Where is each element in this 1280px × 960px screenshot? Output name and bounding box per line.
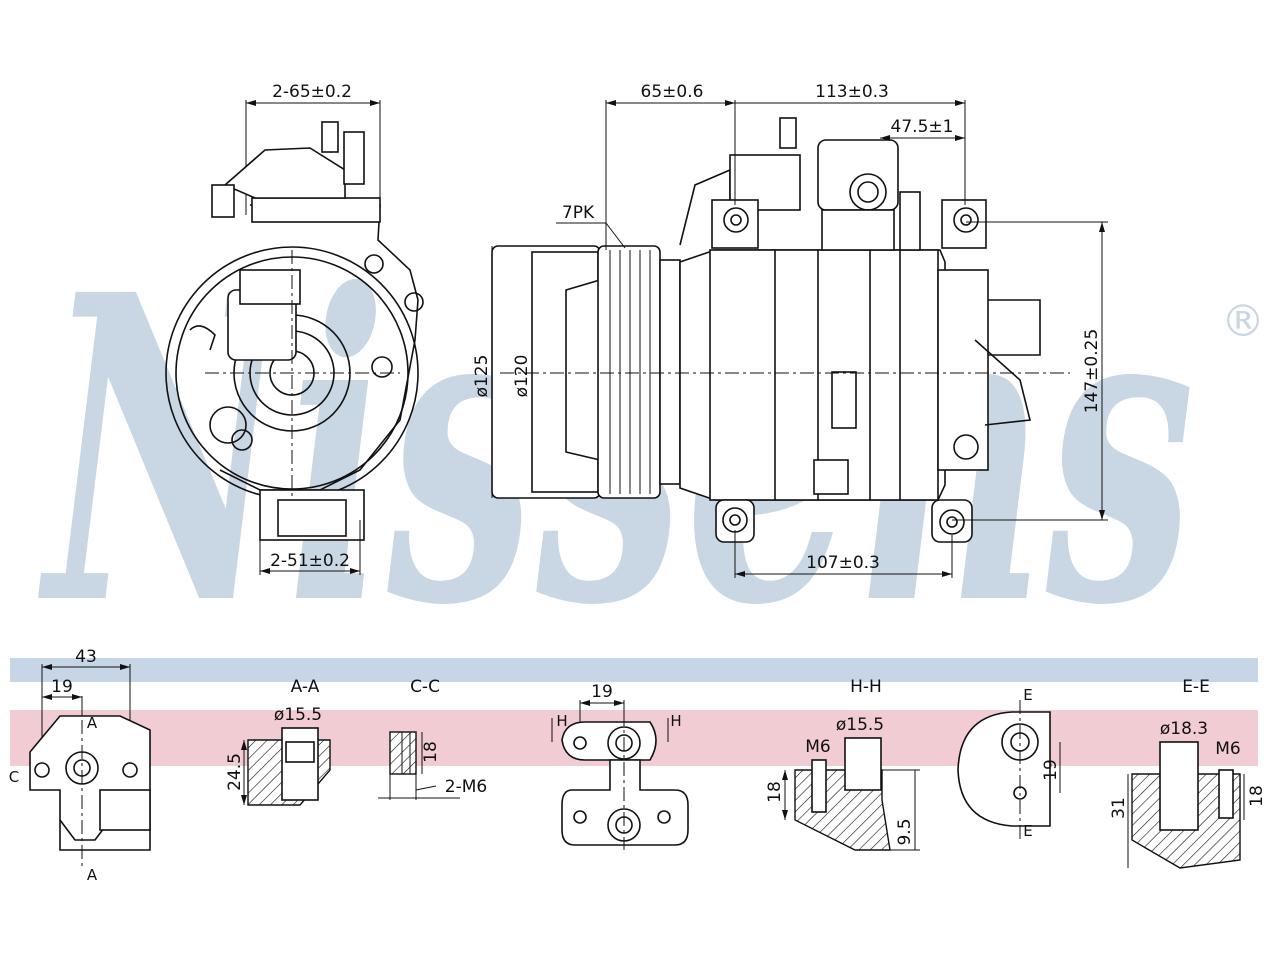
section-e-e: E-E ø18.3 M6 31 18 [1109,677,1267,869]
mark-s4-h-right: H [670,712,681,730]
dim-s1-w1: 43 [75,647,97,667]
dim-cc-thread: 2-M6 [445,777,487,797]
dim-pulley-inner: ø120 [512,355,532,398]
front-view: 2-65±0.2 2-51±0.2 [165,82,424,575]
dim-hh-depth: 18 [765,781,785,803]
dim-s6-depth: 19 [1041,759,1061,781]
dim-height: 147±0.25 [1082,329,1102,414]
section-ee-title: E-E [1182,677,1210,697]
dim-ee-depth: 31 [1109,797,1129,819]
section-hh-title: H-H [850,677,882,697]
mark-s1-a-bottom: A [87,866,98,884]
dim-hh-thread: M6 [805,737,830,757]
mark-s4-h-left: H [556,712,567,730]
detail-fitting-4: 19 H H [551,682,689,850]
dim-s4-w: 19 [591,682,613,702]
dim-aa-dia: ø15.5 [274,705,322,725]
section-aa-title: A-A [291,677,320,697]
label-belt-type: 7PK [562,203,595,223]
dim-cc-depth: 18 [421,741,441,763]
dim-mount-offset: 47.5±1 [891,117,954,137]
dim-bottom-width: 2-51±0.2 [270,551,350,571]
dim-top-width: 2-65±0.2 [272,82,352,102]
side-view: 65±0.6 113±0.3 47.5±1 7PK ø125 ø120 147±… [472,82,1108,578]
blue-band [10,658,1258,682]
mark-s6-e-top: E [1023,686,1032,704]
registered-mark: ® [1221,296,1265,347]
dim-aa-depth: 24.5 [225,753,245,791]
dim-clutch-width: 65±0.6 [641,82,704,102]
dim-ee-thread: M6 [1215,739,1240,759]
section-a-a: A-A ø15.5 24.5 [225,677,331,806]
detail-flange-1: 43 19 A A C [9,647,151,884]
dim-pulley-outer: ø125 [472,355,492,398]
detail-fitting-6: E E 19 [957,686,1061,840]
section-cc-title: C-C [410,677,440,697]
dim-s1-w2: 19 [51,677,73,697]
mark-s1-c: C [9,768,19,786]
dim-mount-spacing: 107±0.3 [806,553,880,573]
dim-ee-dia: ø18.3 [1160,719,1208,739]
dim-hh-depth2: 9.5 [895,818,915,845]
section-c-c: C-C 18 2-M6 [378,677,487,800]
mark-s6-e-bottom: E [1023,822,1032,840]
dim-body-length: 113±0.3 [815,82,889,102]
dim-hh-dia: ø15.5 [836,715,884,735]
section-h-h: H-H ø15.5 M6 18 9.5 [765,677,920,851]
mark-s1-a-top: A [87,714,98,732]
dim-ee-depth2: 18 [1247,785,1267,807]
